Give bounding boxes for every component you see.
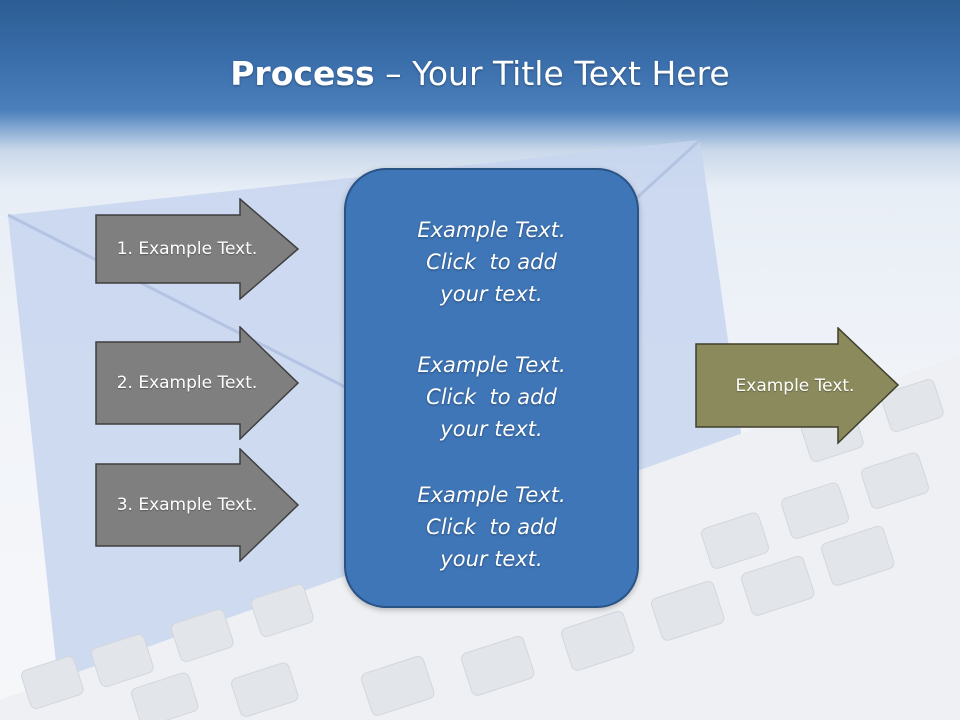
arrow-right-shape xyxy=(695,327,900,445)
step-arrow-1[interactable]: 1. Example Text. xyxy=(95,198,300,300)
center-text-box[interactable]: Example Text. Click to add your text. Ex… xyxy=(344,168,639,608)
text-line: Example Text. xyxy=(417,483,566,507)
arrow-right-shape xyxy=(95,326,300,440)
text-block-1[interactable]: Example Text. Click to add your text. xyxy=(346,214,637,310)
title-rest: – Your Title Text Here xyxy=(374,54,730,93)
text-line: Click to add xyxy=(426,385,557,409)
arrow-right-shape xyxy=(95,198,300,300)
output-arrow[interactable]: Example Text. xyxy=(695,327,900,445)
text-block-3[interactable]: Example Text. Click to add your text. xyxy=(346,479,637,575)
text-line: your text. xyxy=(440,547,543,571)
step-arrow-2[interactable]: 2. Example Text. xyxy=(95,326,300,440)
text-line: your text. xyxy=(440,417,543,441)
step-arrow-3[interactable]: 3. Example Text. xyxy=(95,448,300,562)
step-label-2: 2. Example Text. xyxy=(116,373,258,393)
text-line: Example Text. xyxy=(417,218,566,242)
step-label-3: 3. Example Text. xyxy=(116,495,258,515)
title-bold: Process xyxy=(230,54,375,93)
text-line: your text. xyxy=(440,282,543,306)
arrow-right-shape xyxy=(95,448,300,562)
text-line: Click to add xyxy=(426,515,557,539)
text-line: Example Text. xyxy=(417,353,566,377)
step-label-1: 1. Example Text. xyxy=(116,239,258,259)
keyboard-keys xyxy=(21,379,944,720)
text-line: Click to add xyxy=(426,250,557,274)
text-block-2[interactable]: Example Text. Click to add your text. xyxy=(346,349,637,445)
page-title: Process – Your Title Text Here xyxy=(0,52,960,96)
output-label: Example Text. xyxy=(735,376,855,396)
